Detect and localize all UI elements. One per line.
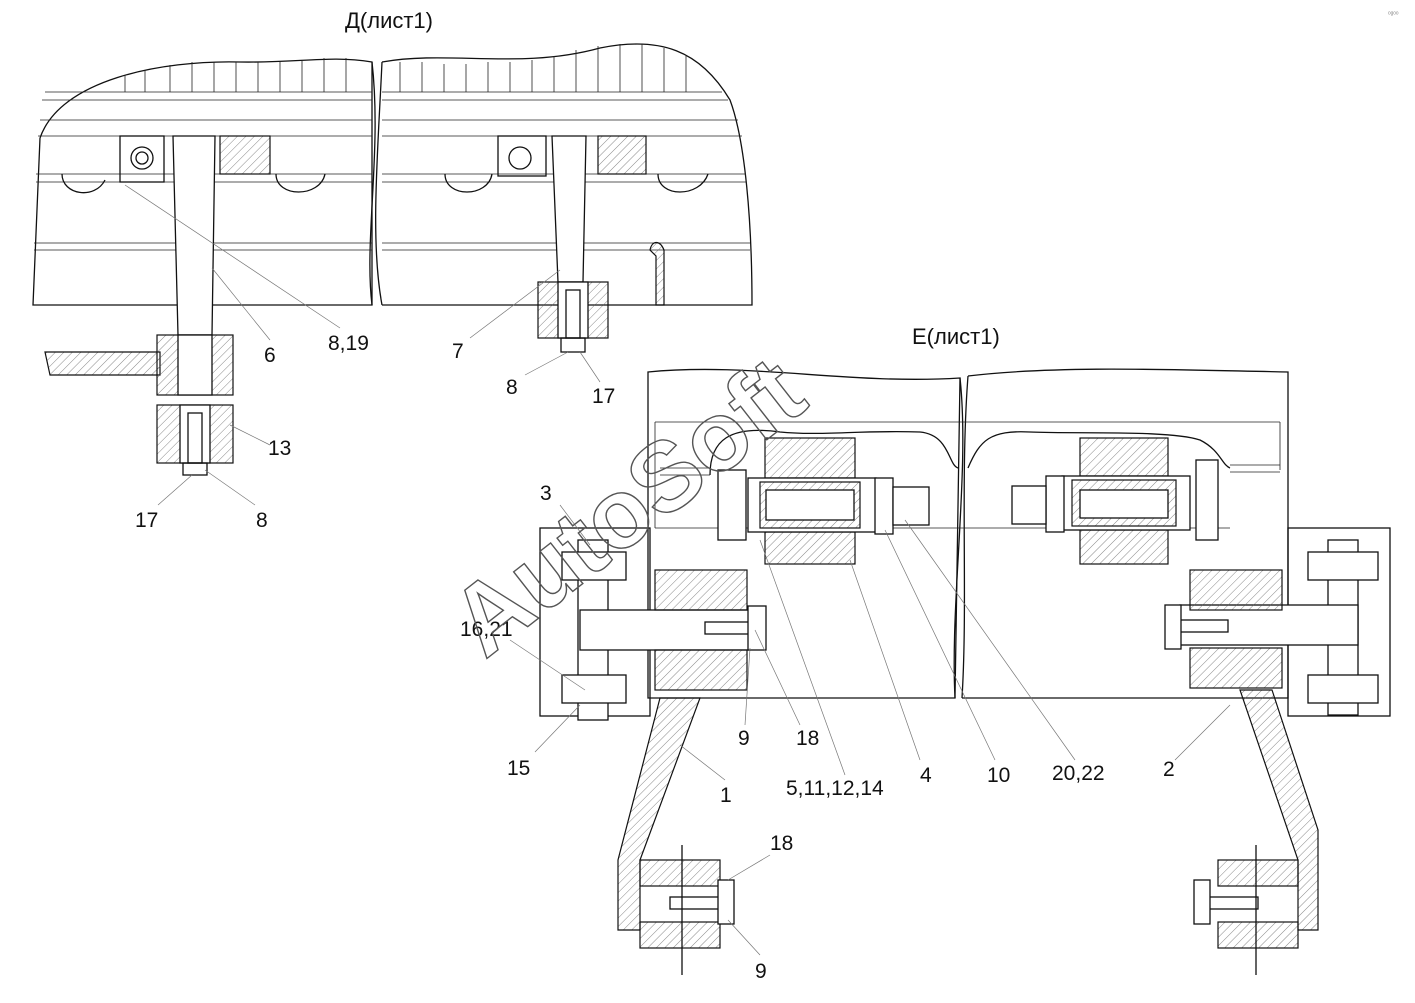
- bolt-right-upper: [1307, 551, 1379, 581]
- view-e-leaders: [509, 504, 1231, 956]
- roller-right-upper: [1189, 569, 1283, 611]
- callout-17-left: 17: [135, 509, 158, 532]
- nut-9-bottom: [717, 879, 735, 925]
- tread-teeth-left: [124, 58, 347, 92]
- callout-18-top: 18: [796, 727, 819, 750]
- view-e-housing-right: [962, 368, 1289, 699]
- nut-right-2: [1011, 485, 1047, 525]
- nut-8-right: [560, 337, 586, 353]
- nut-9-top: [747, 605, 767, 651]
- callout-6: 6: [264, 344, 276, 367]
- nut-right-axle: [1164, 604, 1182, 650]
- nut-8-left: [182, 462, 208, 476]
- track-lugs-left: [61, 173, 326, 194]
- tensioner-rod-right: [1079, 489, 1169, 519]
- roller-lower-left-bottom: [639, 921, 721, 949]
- callout-8-right: 8: [506, 376, 518, 399]
- roller-left-lower: [654, 649, 748, 691]
- roller-right-lower: [1189, 647, 1283, 689]
- nut-left-1: [874, 477, 894, 535]
- callout-17-right: 17: [592, 385, 615, 408]
- callout-9-bottom: 9: [755, 960, 767, 983]
- nut-right-1: [1045, 475, 1065, 533]
- view-d-break-line: [369, 61, 383, 306]
- callout-7: 7: [452, 340, 464, 363]
- bolt-3-upper: [561, 551, 627, 581]
- rubber-block-upper-right: [1079, 437, 1169, 477]
- callout-15: 15: [507, 757, 530, 780]
- tread-teeth-right: [399, 44, 687, 92]
- rubber-block-lower-right: [1079, 529, 1169, 565]
- callout-10: 10: [987, 764, 1010, 787]
- bushing-assembly-left: [44, 334, 234, 476]
- callout-2: 2: [1163, 758, 1175, 781]
- callout-5-11-12-14: 5,11,12,14: [786, 777, 884, 800]
- hatched-block-left: [219, 135, 271, 175]
- view-d-frame-right: [381, 43, 753, 306]
- roller-lower-left-top: [639, 859, 721, 887]
- roller-lower-right-top: [1217, 859, 1299, 887]
- view-e-break-line: [953, 375, 969, 699]
- bushing-lower-core: [179, 404, 211, 464]
- callout-8-left: 8: [256, 509, 268, 532]
- hatched-block-right: [597, 135, 647, 175]
- bearing-housing-right: [497, 135, 547, 177]
- bolt-right-axle: [1177, 619, 1229, 633]
- callout-20-22: 20,22: [1052, 762, 1105, 785]
- tensioner-rod-left: [765, 489, 855, 521]
- rubber-block-upper-left: [764, 437, 856, 479]
- inner-cavity-left: [709, 429, 959, 476]
- track-lugs-right: [444, 173, 709, 193]
- rubber-block-lower-left: [764, 531, 856, 565]
- shaft-6: [44, 351, 161, 376]
- view-e-title: Е(лист1): [912, 324, 1000, 349]
- callout-16-21: 16,21: [460, 618, 513, 641]
- callout-8-19: 8,19: [328, 332, 369, 355]
- bushing-assembly-right: [537, 281, 609, 353]
- view-d-leaders: [124, 184, 601, 506]
- axle-circle-left-inner: [135, 151, 149, 165]
- bolt-15-lower: [561, 674, 627, 704]
- callout-3: 3: [540, 482, 552, 505]
- arm-1: [617, 697, 701, 931]
- view-d: Д(лист1) 6 8,19 7 8 17 13 17 8: [32, 8, 753, 532]
- nut-left-2: [892, 486, 930, 526]
- corner-bracket: [649, 241, 665, 306]
- nut-lower-right: [1193, 879, 1211, 925]
- view-d-title: Д(лист1): [345, 8, 433, 33]
- end-plate-right: [1195, 459, 1219, 541]
- arm-6: [172, 135, 216, 336]
- roller-lower-right-bottom: [1217, 921, 1299, 949]
- corner-mark: ᵒᵍᵒᵒ: [1388, 11, 1399, 18]
- bushing-upper-core: [177, 334, 213, 396]
- roller-left-upper: [654, 569, 748, 611]
- end-plate-left: [717, 469, 747, 541]
- view-d-frame: [32, 58, 373, 306]
- axle-circle-right: [508, 146, 532, 170]
- view-e-housing-left: [647, 368, 961, 699]
- callout-13: 13: [268, 437, 291, 460]
- axle-circle-left: [130, 146, 154, 170]
- bearing-housing-left: [119, 135, 165, 183]
- inner-cavity-right: [967, 431, 1231, 469]
- arm-2: [1239, 689, 1319, 931]
- callout-18-bottom: 18: [770, 832, 793, 855]
- arm-7: [551, 135, 587, 283]
- callout-4: 4: [920, 764, 932, 787]
- callout-9-top: 9: [738, 727, 750, 750]
- bolt-right-lower: [1307, 674, 1379, 704]
- view-e: Е(лист1) 3 16,21 15 9 18 1 5,11,12,14 4 …: [460, 324, 1391, 983]
- callout-1: 1: [720, 784, 732, 807]
